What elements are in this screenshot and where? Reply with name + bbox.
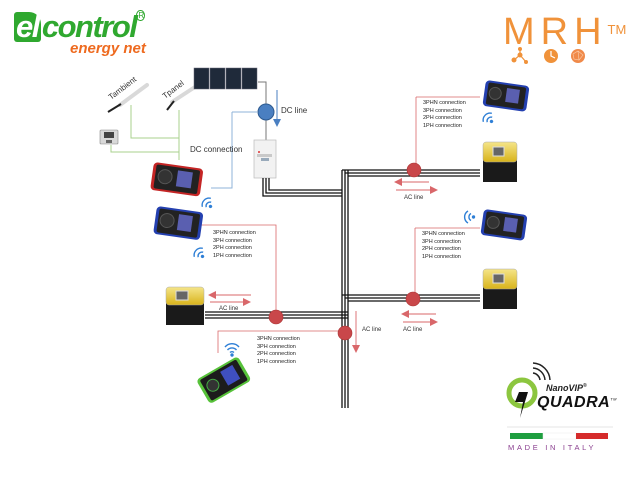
connection-item: 3PH connection: [213, 237, 252, 244]
measurement-wiring: [199, 96, 480, 353]
connection-item: 2PH connection: [423, 115, 462, 122]
dc-line-label: DC line: [281, 106, 308, 115]
datalogger-icon: [99, 129, 119, 145]
mrh-wordmark: MRH: [503, 11, 608, 53]
ac-node-top-right: [406, 162, 422, 178]
quadra-text: QUADRA: [537, 394, 611, 411]
connection-list-top-right: 3PHN connection 3PH connection 2PH conne…: [423, 100, 466, 130]
connection-item: 3PHN connection: [423, 100, 466, 106]
wifi-icon: [193, 112, 494, 357]
mrh-clock-icon: [544, 49, 558, 63]
analyzer-blue-mid-right-icon[interactable]: [480, 209, 528, 241]
machine-mid-right-icon[interactable]: [482, 268, 518, 309]
analyzer-blue-left-icon[interactable]: [153, 206, 204, 240]
ac-arrows: [208, 178, 438, 353]
mrh-logo: MRHTM: [503, 12, 626, 52]
connection-item: 3PHN connection: [213, 230, 256, 236]
quadra-logo-icon: [506, 362, 613, 428]
mrh-network-icon: [511, 47, 528, 64]
product-subtitle: NanoVIP®: [546, 383, 587, 393]
ac-node-left: [268, 309, 284, 325]
dc-measure-node: [257, 103, 275, 121]
product-title: QUADRATM: [537, 394, 617, 412]
connection-item: 1PH connection: [213, 252, 252, 259]
ac-line-label-center: AC line: [362, 327, 382, 333]
italy-flag-bar: [510, 432, 608, 440]
sensor-wiring: [110, 105, 180, 160]
dc-connection-label: DC connection: [190, 145, 242, 154]
quadra-tm: TM: [610, 396, 617, 402]
tambient-label: Tambient: [107, 74, 139, 101]
machine-top-right-icon[interactable]: [482, 141, 518, 182]
tpanel-probe-icon: [166, 83, 200, 111]
logo-e-mark: el: [14, 9, 41, 44]
machine-left-icon[interactable]: [165, 286, 205, 325]
connection-item: 3PH connection: [422, 238, 461, 245]
connection-item: 1PH connection: [257, 358, 296, 365]
ac-line-label-left: AC line: [219, 306, 239, 312]
logo-wordmark: control: [41, 9, 138, 44]
registered-mark: R: [136, 10, 145, 21]
connection-item: 3PH connection: [423, 107, 462, 114]
connection-item: 2PH connection: [213, 245, 252, 252]
made-in-italy-label: MADE IN ITALY: [508, 443, 597, 452]
analyzer-blue-top-right-icon[interactable]: [482, 80, 530, 112]
connection-item: 3PHN connection: [257, 336, 300, 342]
connection-item: 1PH connection: [423, 122, 462, 129]
nanovip-text: NanoVIP: [546, 383, 584, 393]
connection-item: 1PH connection: [422, 253, 461, 260]
connection-item: 2PH connection: [257, 351, 296, 358]
nanovip-reg: ®: [583, 383, 587, 389]
ac-line-label-mid-right: AC line: [403, 327, 423, 333]
logo-tagline: energy net: [70, 40, 146, 57]
connection-list-left: 3PHN connection 3PH connection 2PH conne…: [213, 230, 256, 260]
connection-item: 3PH connection: [257, 343, 296, 350]
ac-node-mid-right: [405, 291, 421, 307]
analyzer-green-icon[interactable]: [196, 356, 252, 404]
connection-item: 3PHN connection: [422, 231, 465, 237]
mrh-brain-icon: [571, 49, 585, 63]
solar-panel-array: [193, 67, 258, 90]
ac-line-label-top-right: AC line: [404, 195, 424, 201]
inverter-icon: [253, 139, 277, 179]
connection-list-bottom: 3PHN connection 3PH connection 2PH conne…: [257, 336, 300, 366]
tambient-probe-icon: [107, 83, 149, 113]
connection-list-mid-right: 3PHN connection 3PH connection 2PH conne…: [422, 231, 465, 261]
dc-wiring: [211, 81, 281, 189]
ac-node-center: [337, 325, 353, 341]
connection-item: 2PH connection: [422, 246, 461, 253]
mrh-trademark: TM: [607, 22, 627, 37]
analyzer-red-icon[interactable]: [150, 162, 203, 197]
